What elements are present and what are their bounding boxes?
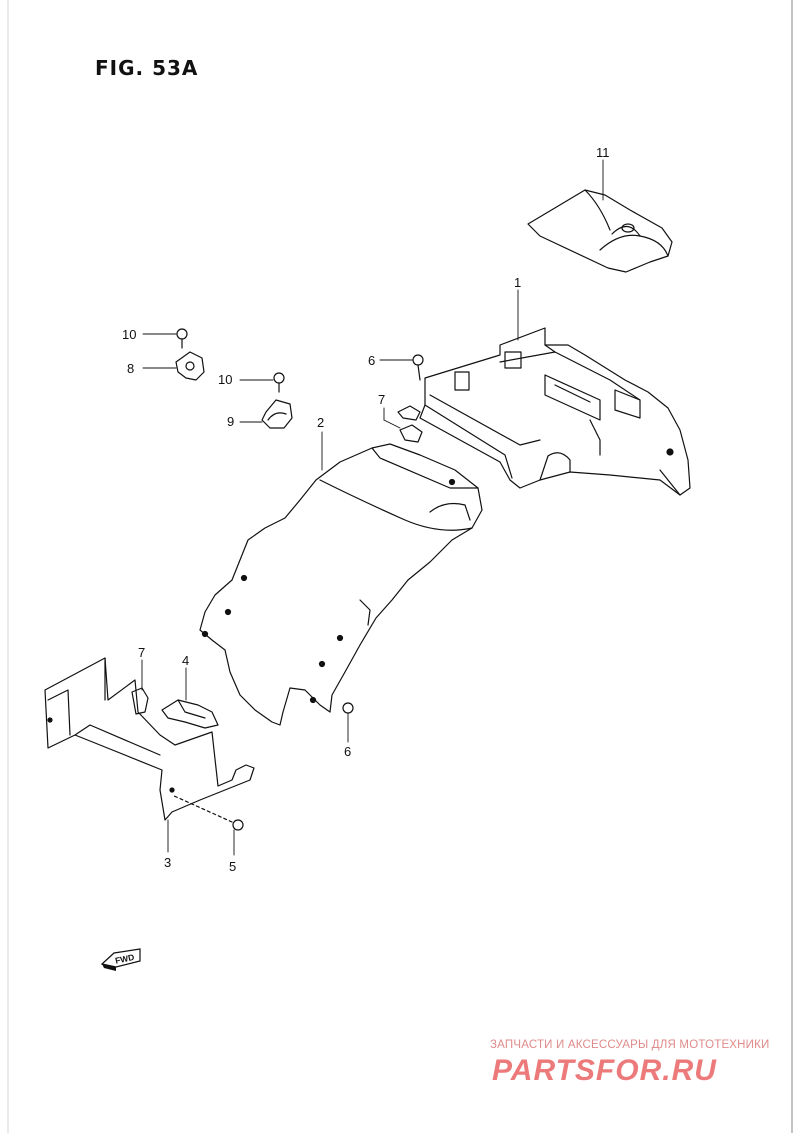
part-5-screw-drawing	[171, 794, 244, 831]
part-7-lower-clamp-drawing	[131, 687, 149, 715]
figure-title: FIG. 53A	[95, 56, 199, 80]
callout-6-upper: 6	[368, 353, 376, 368]
callout-4: 4	[182, 653, 190, 668]
callout-3: 3	[164, 855, 172, 870]
watermark-logo: PARTSFOR.RU	[492, 1054, 717, 1087]
part-2-fender-drawing	[199, 443, 483, 726]
callout-11: 11	[596, 145, 610, 160]
callout-7-lower: 7	[138, 645, 146, 660]
callout-8: 8	[127, 361, 135, 376]
fwd-arrow-icon: FWD	[100, 948, 141, 971]
fwd-badge: FWD	[100, 947, 142, 978]
watermark-tagline: ЗАПЧАСТИ И АКСЕССУАРЫ ДЛЯ МОТОТЕХНИКИ	[490, 1039, 770, 1051]
part-9-clamp-drawing	[261, 399, 293, 429]
part-4-clip-drawing	[161, 699, 219, 729]
part-3-bracket-drawing	[44, 657, 255, 821]
callout-1: 1	[514, 275, 522, 290]
callout-9: 9	[227, 414, 235, 429]
callout-10-upper: 10	[122, 327, 137, 342]
callout-5: 5	[229, 859, 237, 874]
part-6-screws-drawing	[342, 354, 424, 714]
part-1-tray-drawing	[419, 327, 691, 496]
callout-10-lower: 10	[218, 372, 233, 387]
fwd-label: FWD	[114, 952, 135, 966]
callout-7-upper: 7	[378, 392, 386, 407]
part-7-upper-clamp-drawing	[397, 405, 423, 443]
leader-lines	[141, 159, 604, 856]
part-10-screws-drawing	[176, 328, 285, 393]
part-11-pad-drawing	[527, 189, 673, 273]
callout-2: 2	[317, 415, 325, 430]
callout-6-lower: 6	[344, 744, 352, 759]
part-8-clamp-drawing	[175, 351, 205, 381]
